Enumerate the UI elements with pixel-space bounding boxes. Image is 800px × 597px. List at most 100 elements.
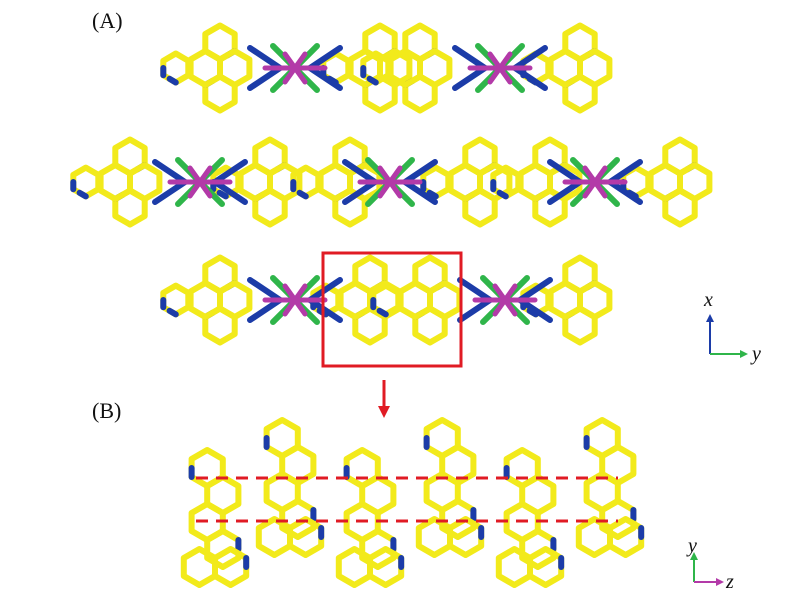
coordination-bond (307, 65, 343, 91)
coordination-bond (547, 159, 583, 185)
coordination-bond (152, 159, 188, 185)
coordination-bond (247, 65, 283, 91)
axis-a-vertical-label: x (703, 289, 713, 311)
ligand-ring (577, 48, 613, 88)
panel-a-layers (70, 22, 713, 346)
coordination-bond (517, 277, 553, 303)
stack-ring (255, 516, 293, 558)
coordination-bond (342, 179, 378, 205)
nitrogen-site (366, 75, 379, 86)
ligand-ring (397, 280, 433, 320)
ligand-ring (187, 280, 223, 320)
nitrogen-site (426, 189, 439, 200)
ligand-ring (217, 280, 253, 320)
metal-center (262, 51, 328, 85)
coordination-bond (247, 277, 283, 303)
ligand-stack (415, 417, 485, 558)
coordination-bond (307, 297, 343, 323)
nitrogen-site (496, 189, 509, 200)
stack-ring (495, 546, 533, 588)
coordination-bond (547, 179, 583, 205)
ligand-ring (547, 48, 583, 88)
nitrogen-site (166, 307, 179, 318)
coordination-layer (70, 136, 713, 228)
ligand-ring (377, 48, 413, 88)
ligand-stack (335, 447, 405, 588)
coordination-bond (342, 159, 378, 185)
stack-ring (180, 546, 218, 588)
coordination-bond (457, 297, 493, 323)
coordination-bond (247, 45, 283, 71)
nitrogen-site (296, 189, 309, 200)
axes-b: y z (686, 535, 734, 593)
ligand-stack (255, 417, 325, 558)
coordination-bond (402, 179, 438, 205)
panel-b-stack (180, 417, 645, 588)
coordination-bond (402, 159, 438, 185)
ligand-ring (97, 162, 133, 202)
axis-b-horizontal-label: z (725, 571, 734, 593)
ligand-stack (575, 417, 645, 558)
coordination-bond (212, 179, 248, 205)
axis-b-horizontal-head (716, 578, 724, 586)
nitrogen-site (216, 189, 229, 200)
ligand-ring (187, 48, 223, 88)
metal-center (562, 165, 628, 199)
ligand-ring (677, 162, 713, 202)
coordination-bond (152, 179, 188, 205)
ligand-ring (417, 48, 453, 88)
nitrogen-site (526, 307, 539, 318)
axis-a-vertical-head (706, 314, 714, 322)
axes-a: x y (703, 289, 761, 365)
coordination-bond (512, 45, 548, 71)
coordination-layer (160, 22, 613, 114)
stack-ring (575, 516, 613, 558)
highlight-arrow-head (378, 406, 390, 418)
ligand-ring (517, 162, 553, 202)
annotations (196, 251, 618, 523)
panel-a-label: (A) (92, 8, 123, 33)
ligand-ring (547, 280, 583, 320)
metal-center (357, 165, 423, 199)
nitrogen-site (166, 75, 179, 86)
coordination-bond (307, 277, 343, 303)
ligand-ring (547, 162, 583, 202)
ligand-ring (577, 280, 613, 320)
axis-b-vertical-label: y (686, 535, 697, 557)
ligand-ring (337, 280, 373, 320)
coordination-layer (160, 254, 613, 346)
coordination-bond (457, 277, 493, 303)
ligand-ring (237, 162, 273, 202)
panel-b-label: (B) (92, 398, 122, 423)
coordination-bond (452, 65, 488, 91)
axis-b-vertical-head (690, 552, 698, 560)
metal-center (167, 165, 233, 199)
metal-center (467, 51, 533, 85)
coordination-bond (247, 297, 283, 323)
ligand-ring (217, 48, 253, 88)
ligand-ring (447, 162, 483, 202)
stack-ring (415, 516, 453, 558)
stack-ring (335, 546, 373, 588)
axis-a-horizontal-label: y (750, 343, 761, 365)
ligand-stack (180, 447, 250, 588)
ligand-ring (647, 162, 683, 202)
coordination-bond (517, 297, 553, 323)
metal-center (262, 283, 328, 317)
coordination-bond (307, 45, 343, 71)
nitrogen-site (76, 189, 89, 200)
ligand-stack (495, 447, 565, 588)
ligand-ring (477, 162, 513, 202)
coordination-bond (512, 65, 548, 91)
highlight-box (321, 251, 463, 368)
ligand-ring (127, 162, 163, 202)
nitrogen-site (376, 307, 389, 318)
coordination-bond (452, 45, 488, 71)
metal-center (472, 283, 538, 317)
ligand-ring (427, 280, 463, 320)
coordination-bond (212, 159, 248, 185)
axis-a-horizontal-head (740, 350, 748, 358)
coordination-bond (607, 179, 643, 205)
